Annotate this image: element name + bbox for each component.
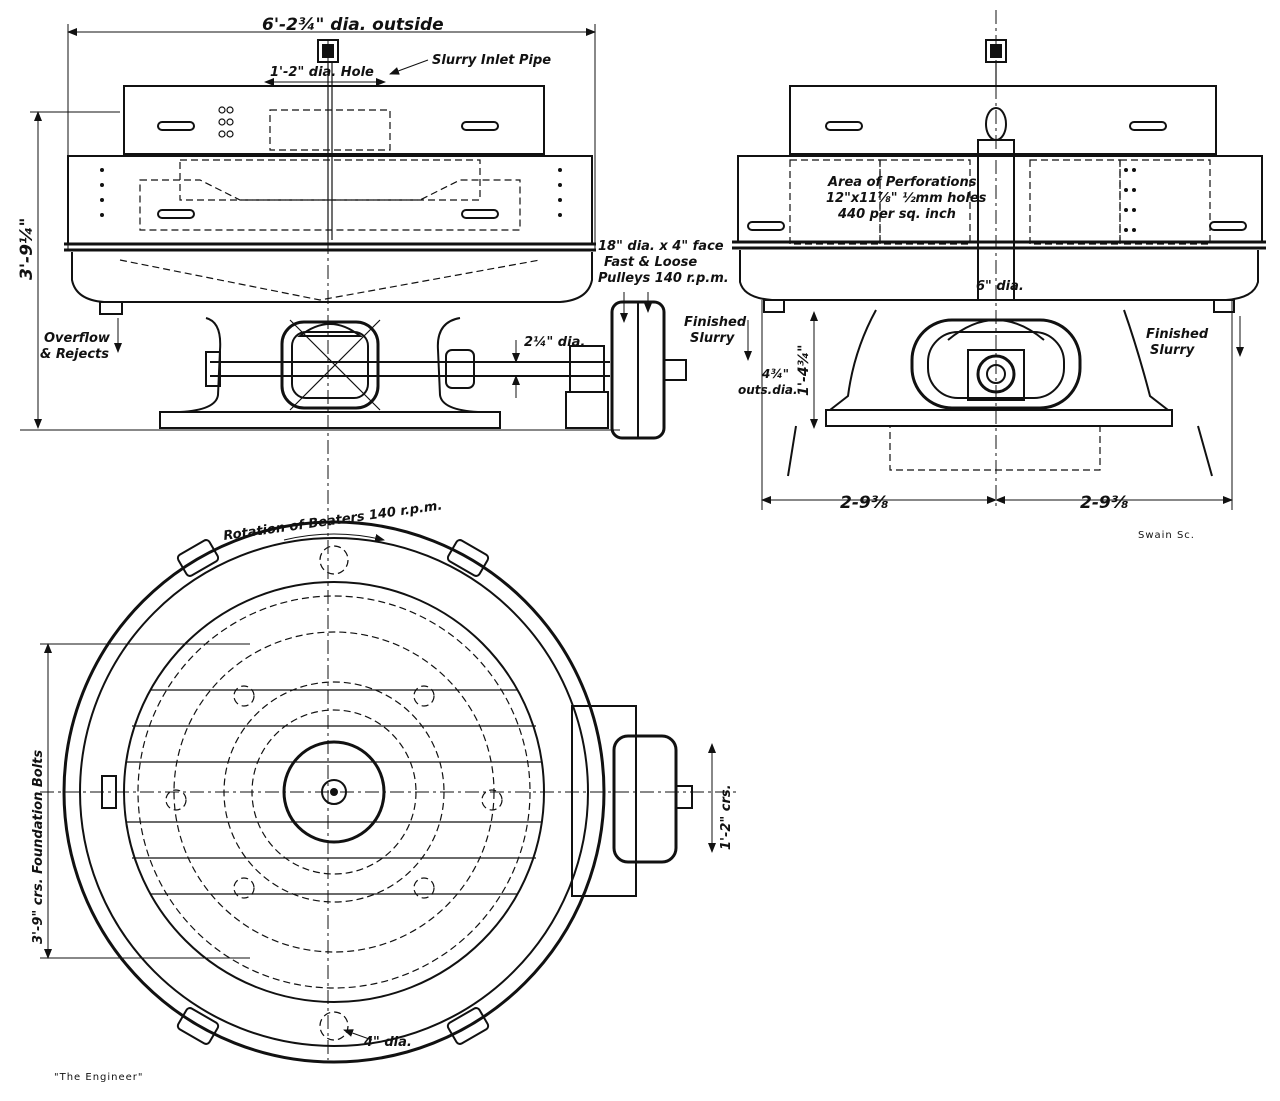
hidden-internals <box>179 159 481 201</box>
shaft-dia-label: 2¼" dia. <box>524 335 585 350</box>
outlet-dia-label-line2: outs.dia. <box>738 383 798 397</box>
bearing-pedestal <box>565 391 609 429</box>
bolt-bosses <box>165 685 503 899</box>
slurry-outlet-right <box>1213 299 1235 313</box>
hidden-internals <box>119 259 541 301</box>
hole-dia-label: 1'-2" dia. Hole <box>270 65 374 80</box>
side-elevation: Area of Perforations 12"x11⅞" ½mm holes … <box>684 10 1266 541</box>
bearing-block <box>569 345 605 393</box>
gear-housing-inner <box>291 331 369 399</box>
pulley-label-line2: Fast & Loose <box>604 255 697 270</box>
shaft-end <box>976 354 1016 394</box>
hidden-hole-outline <box>269 109 391 151</box>
center-column <box>977 139 1015 301</box>
slurry-inlet-label: Slurry Inlet Pipe <box>432 53 551 68</box>
pulley-label-line3: Pulleys 140 r.p.m. <box>598 271 729 286</box>
main-vat <box>737 155 1263 243</box>
gear-housing-inner <box>927 331 1065 399</box>
foundation-bolts-label: 3'-9" crs. Foundation Bolts <box>31 750 46 944</box>
bevel-gear <box>947 319 1045 341</box>
handles-upper <box>157 121 499 219</box>
hidden-panel <box>1119 159 1211 245</box>
inlet-fitting-body <box>322 44 334 58</box>
hidden-panel <box>789 159 881 245</box>
overflow-label-line1: Overflow <box>44 331 111 346</box>
slurry-outlet-left <box>763 299 785 313</box>
engraver-credit: Swain Sc. <box>1138 530 1195 541</box>
handles-side <box>747 107 1247 231</box>
support-leg-right <box>436 317 490 413</box>
rivets <box>1124 168 1136 232</box>
publication-credit: "The Engineer" <box>54 1072 144 1083</box>
upper-tank <box>789 85 1217 155</box>
pedestal-left <box>829 309 877 411</box>
side-lug <box>101 775 117 809</box>
front-elevation: 6'-2¾" dia. outside 1'-2" dia. Hole Slur… <box>17 15 729 1060</box>
overflow-pipe <box>99 301 123 315</box>
four-dia-label: 4" dia. <box>363 1035 412 1050</box>
gear-housing <box>280 320 380 410</box>
half-width-left-label: 2-9⅜ <box>840 493 889 513</box>
rotation-arrow <box>283 533 385 542</box>
base-plate <box>159 411 501 429</box>
outlet-dia-label-line1: 4¾" <box>761 367 789 381</box>
pulley-nut <box>675 785 693 809</box>
outer-rim-inner <box>79 537 589 1047</box>
drive-bracket <box>571 705 637 897</box>
perforations-label-line3: 440 per sq. inch <box>837 207 956 222</box>
pulley-label-line1: 18" dia. x 4" face <box>598 239 724 254</box>
gear-cross-lines <box>289 319 381 411</box>
vat-bottom <box>71 252 593 303</box>
bevel-gear <box>297 323 363 337</box>
hidden-panel <box>1029 159 1121 245</box>
rim-lugs <box>101 539 490 1045</box>
screen-bars <box>126 689 542 895</box>
finished-slurry-left-line2: Slurry <box>690 331 735 346</box>
foundation <box>787 425 1213 477</box>
overall-dia-label: 6'-2¾" dia. outside <box>262 15 444 35</box>
bolt-holes <box>218 106 234 138</box>
plan-view: Rotation of Beaters 140 r.p.m. 3'-9" crs… <box>31 498 740 1083</box>
height-label: 3'-9¼" <box>17 218 37 280</box>
six-dia-label: 6" dia. <box>976 279 1024 294</box>
finished-slurry-right-line2: Slurry <box>1150 343 1195 358</box>
pedestal-right <box>1123 309 1169 411</box>
shaft-coupling-left <box>205 351 221 387</box>
hidden-panel <box>879 159 971 245</box>
outlet-opening <box>319 1011 349 1041</box>
base-plate <box>825 409 1173 427</box>
perforations-label-line1: Area of Perforations <box>827 175 977 190</box>
perforations-label-line2: 12"x11⅞" ½mm holes <box>826 191 987 206</box>
pulley-crs-label: 1'-2" crs. <box>719 784 734 850</box>
finished-slurry-left-line1: Finished <box>684 315 747 330</box>
inlet-opening <box>319 545 349 575</box>
base-height-label: 1'-4¾" <box>796 345 812 396</box>
leader-line <box>389 59 429 75</box>
half-width-right-label: 2-9⅜ <box>1080 493 1129 513</box>
shaft-coupling-right <box>445 349 475 389</box>
pulley-nut <box>663 359 687 381</box>
hidden-foundation <box>889 425 1101 471</box>
pulley-plan <box>612 734 678 864</box>
finished-slurry-right-line1: Finished <box>1146 327 1209 342</box>
rivets <box>100 168 562 217</box>
upper-tank <box>123 85 545 155</box>
overflow-label-line2: & Rejects <box>40 347 109 362</box>
support-leg-left <box>168 317 222 413</box>
hidden-internals <box>139 179 521 231</box>
